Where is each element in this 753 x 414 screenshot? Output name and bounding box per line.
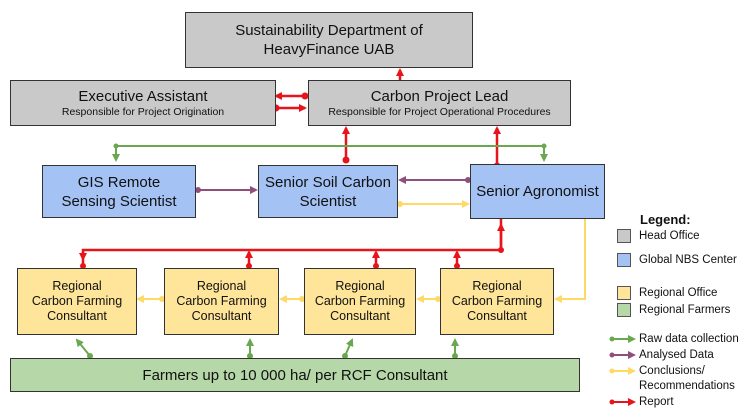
farmers-box: Farmers up to 10 000 ha/ per RCF Consult… <box>10 358 580 392</box>
gis-scientist-box: GIS Remote Sensing Scientist <box>42 165 196 218</box>
regional-consultant-box-4: Regional Carbon Farming Consultant <box>440 268 554 335</box>
box-label-line: Scientist <box>299 192 357 210</box>
legend-label-head-office: Head Office <box>639 230 700 242</box>
box-label-line: Carbon Farming <box>314 294 406 308</box>
legend-label-report: Report <box>639 396 674 408</box>
box-label-line: Senior Soil Carbon <box>265 173 391 191</box>
conclusion-agronomist-to-rc4 <box>554 219 586 303</box>
executive-assistant-box: Executive Assistant Responsible for Proj… <box>10 80 276 126</box>
box-label-line: Consultant <box>47 309 107 323</box>
carbon-project-lead-box: Carbon Project Lead Responsible for Proj… <box>308 80 571 126</box>
legend-swatch-global-nbs <box>617 253 631 267</box>
box-label-line: Regional <box>52 279 102 293</box>
box-title: Carbon Project Lead <box>370 88 509 105</box>
box-label-line: Sustainability Department of <box>235 22 423 39</box>
box-label-line: Regional <box>196 279 247 293</box>
box-label-line: Consultant <box>467 309 527 323</box>
box-label-line: GIS Remote <box>77 173 161 191</box>
legend-label-analysed: Analysed Data <box>639 349 714 361</box>
box-label-line: Consultant <box>191 309 252 323</box>
box-label-line: Carbon Farming <box>176 294 267 308</box>
report-regional-bus <box>79 219 503 261</box>
box-title: Executive Assistant <box>78 88 208 105</box>
raw-farmers-rc1 <box>75 338 91 357</box>
box-label-line: Consultant <box>330 309 390 323</box>
box-label: Farmers up to 10 000 ha/ per RCF Consult… <box>142 366 448 384</box>
box-label-line: Regional <box>472 279 522 293</box>
box-label-line: Carbon Farming <box>451 294 543 308</box>
senior-agronomist-box: Senior Agronomist <box>470 164 605 219</box>
legend-swatch-regional-office <box>617 286 631 300</box>
box-label-line: HeavyFinance UAB <box>263 41 395 58</box>
legend-title: Legend: <box>640 212 691 227</box>
box-label-line: Carbon Farming <box>31 294 123 308</box>
regional-consultant-box-2: Regional Carbon Farming Consultant <box>164 268 279 335</box>
legend-label-conclusions-1: Conclusions/ <box>639 365 705 377</box>
legend-swatch-regional-farmers <box>617 303 631 317</box>
legend-label-raw-data: Raw data collection <box>639 333 739 345</box>
regional-consultant-box-1: Regional Carbon Farming Consultant <box>17 268 137 335</box>
regional-consultant-box-3: Regional Carbon Farming Consultant <box>304 268 416 335</box>
legend-label-regional-farmers: Regional Farmers <box>639 304 731 316</box>
legend-label-regional-office: Regional Office <box>639 287 718 299</box>
sustainability-department-box: Sustainability Department of HeavyFinanc… <box>185 12 473 68</box>
legend-label-conclusions-2: Recommendations <box>639 380 735 392</box>
legend-label-global-nbs: Global NBS Center <box>639 254 737 266</box>
soil-carbon-scientist-box: Senior Soil Carbon Scientist <box>258 165 398 218</box>
box-label: Senior Agronomist <box>476 183 599 200</box>
box-label-line: Regional <box>335 279 385 293</box>
legend-swatch-head-office <box>617 229 631 243</box>
box-subtitle: Responsible for Project Origination <box>61 106 225 118</box>
box-label-line: Sensing Scientist <box>61 192 177 210</box>
box-subtitle: Responsible for Project Operational Proc… <box>328 106 551 118</box>
raw-carbonlead-to-gis <box>112 145 544 162</box>
